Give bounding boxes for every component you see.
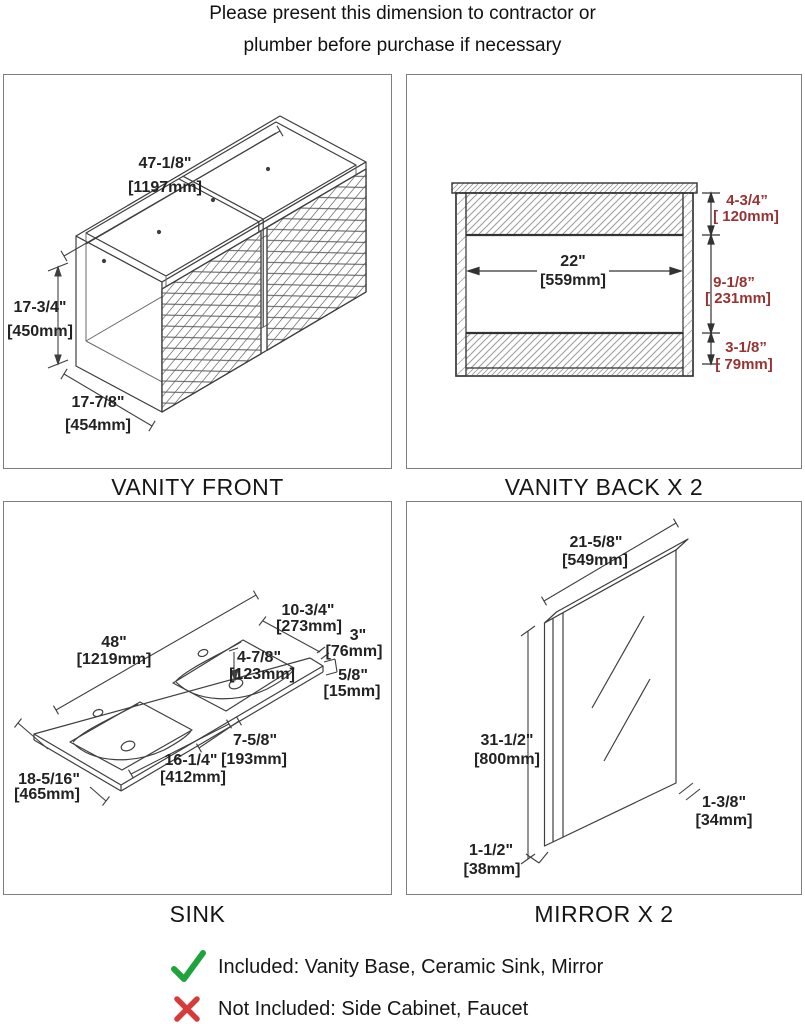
section-dimensions: [702, 191, 720, 366]
not-included-note: Not Included: Side Cabinet, Faucet: [218, 998, 529, 1020]
sink-offset-in: 10-3/4": [282, 602, 335, 619]
mirror-thick-in: 1-3/8": [702, 794, 746, 811]
sink-drain-in: 4-7/8": [237, 649, 281, 666]
vanity-back-panel: 22" [559mm] 4-3/4” [ 120mm] 9-1/8” [ 231…: [406, 74, 802, 469]
sink-bowl-depth-mm: [193mm]: [221, 751, 287, 768]
sink-offset-mm: [273mm]: [276, 618, 342, 635]
mounting-holes: [101, 166, 271, 264]
sink-drawing: 48" [1219mm] 10-3/4" [273mm] 3" [76mm] 4…: [14, 590, 383, 806]
back-bottom-mm: [ 79mm]: [715, 356, 773, 373]
included-note: Included: Vanity Base, Ceramic Sink, Mir…: [218, 956, 604, 978]
sink-back-in: 3": [350, 627, 366, 644]
dimension-lines: [14, 590, 338, 806]
back-opening-in: 22": [560, 253, 585, 270]
vanity-front-panel: 47-1/8" [1197mm] 17-3/4" [450mm] 17-7/8"…: [3, 74, 392, 469]
sink-bowl-len-in: 16-1/4": [165, 752, 218, 769]
mirror-bottom-in: 1-1/2": [469, 842, 513, 859]
dimension-lines: [520, 518, 701, 865]
caption-sink: SINK: [169, 901, 226, 927]
cross-icon: [174, 996, 200, 1022]
caption-vanity-front: VANITY FRONT: [111, 474, 284, 500]
front-width-mm: [1197mm]: [128, 179, 202, 196]
sink-bowl-depth-in: 7-5/8": [233, 732, 277, 749]
front-depth-in: 17-7/8": [72, 394, 125, 411]
front-depth-mm: [454mm]: [65, 417, 131, 434]
sink-bowl-len-mm: [412mm]: [160, 769, 226, 786]
sink-length-mm: [1219mm]: [77, 651, 152, 668]
mirror-width-mm: [549mm]: [562, 552, 628, 569]
header-line-1: Please present this dimension to contrac…: [209, 3, 596, 24]
sink-back-mm: [76mm]: [326, 643, 383, 660]
header-line-2: plumber before purchase if necessary: [243, 35, 562, 56]
vanity-front-drawing: 47-1/8" [1197mm] 17-3/4" [450mm] 17-7/8"…: [7, 115, 367, 434]
mirror-thick-mm: [34mm]: [696, 812, 753, 829]
sink-thick-in: 5/8": [338, 667, 368, 684]
front-height-in: 17-3/4": [14, 299, 67, 316]
sink-length-in: 48": [101, 634, 126, 651]
back-bottom-in: 3-1/8”: [725, 339, 767, 356]
mirror-panel: 21-5/8" [549mm] 31-1/2" [800mm] 1-3/8" […: [406, 501, 802, 895]
check-icon: [171, 950, 206, 982]
caption-mirror: MIRROR X 2: [534, 901, 674, 927]
dimension-lines: [47, 125, 284, 432]
mirror-drawing: 21-5/8" [549mm] 31-1/2" [800mm] 1-3/8" […: [464, 518, 753, 878]
sink-drain-mm: [123mm]: [229, 666, 295, 683]
sink-thick-mm: [15mm]: [324, 683, 381, 700]
opening-dimension: [466, 266, 683, 276]
back-top-mm: [ 120mm]: [713, 208, 779, 225]
back-opening-mm: [559mm]: [540, 272, 606, 289]
front-height-mm: [450mm]: [7, 323, 73, 340]
caption-vanity-back: VANITY BACK X 2: [504, 474, 704, 500]
front-width-in: 47-1/8": [139, 155, 192, 172]
mirror-height-in: 31-1/2": [481, 732, 534, 749]
sink-depth-in: 18-5/16": [18, 771, 80, 788]
sink-panel: 48" [1219mm] 10-3/4" [273mm] 3" [76mm] 4…: [3, 501, 392, 895]
sink-depth-mm: [465mm]: [14, 786, 80, 803]
mirror-height-mm: [800mm]: [474, 751, 540, 768]
mirror-bottom-mm: [38mm]: [464, 861, 521, 878]
mirror-width-in: 21-5/8": [570, 534, 623, 551]
back-middle-mm: [ 231mm]: [705, 290, 771, 307]
vanity-back-drawing: 22" [559mm] 4-3/4” [ 120mm] 9-1/8” [ 231…: [451, 182, 779, 377]
back-top-in: 4-3/4”: [726, 192, 768, 209]
back-middle-in: 9-1/8”: [713, 274, 755, 291]
